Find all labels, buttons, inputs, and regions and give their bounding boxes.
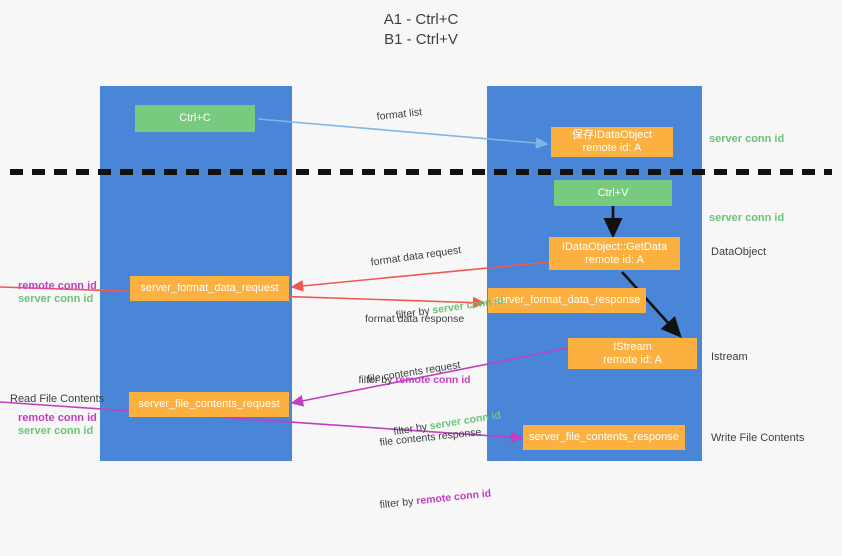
box-server-format-data-response[interactable]: server_format_data_response [488,288,646,313]
page-title: A1 - Ctrl+C B1 - Ctrl+V [383,11,459,48]
box-save-idataobject[interactable]: 保存IDataObject remote id: A [551,127,673,157]
right-label-server-conn-id-mid: server conn id [709,212,785,224]
edge-label-format-data-response-text: format data response [365,313,465,325]
edge-label-format-data-request-text: format data request [370,244,462,269]
right-label-data-object: DataObject [711,246,767,258]
edge-label-file-contents-request-text: file contents request [366,358,462,386]
left-label-server-conn-id-1: server conn id [18,293,94,305]
right-label-write-file-contents: Write File Contents [711,432,805,444]
box-server-file-contents-request[interactable]: server_file_contents_request [129,392,289,417]
edge-label-file-contents-response-filter: filter by remote conn id [360,473,493,528]
box-ctrl-v[interactable]: Ctrl+V [554,180,672,206]
box-istream[interactable]: IStream remote id: A [568,338,697,369]
edge-label-format-data-response: format data response filter by remote co… [359,284,471,429]
left-label-server-conn-id-2: server conn id [18,425,94,437]
filter-prefix: filter by [358,374,396,386]
edge-label-format-list: format list [376,106,423,123]
box-server-file-contents-response[interactable]: server_file_contents_response [523,425,685,450]
right-label-server-conn-id-top: server conn id [709,133,785,145]
right-label-istream: Istream [711,351,748,363]
box-ctrl-c[interactable]: Ctrl+C [135,105,255,132]
left-label-remote-conn-id-2: remote conn id [18,412,97,424]
filter-value-remote-conn-id: remote conn id [395,374,471,386]
filter-value-remote-conn-id: remote conn id [415,487,492,508]
diagram-canvas: A1 - Ctrl+C B1 - Ctrl+V A1 remote B1 con… [0,11,832,511]
edge-label-file-contents-response-text: file contents response [379,426,482,449]
left-label-read-file-contents: Read File Contents [10,393,105,405]
edge-label-file-contents-response: file contents response filter by remote … [376,397,496,553]
box-idataobject-getdata[interactable]: IDataObject::GetData remote id: A [549,237,680,270]
box-server-format-data-request[interactable]: server_format_data_request [130,276,289,301]
left-label-remote-conn-id-1: remote conn id [18,280,97,292]
edge-label-format-data-response-filter: filter by remote conn id [341,359,471,401]
filter-prefix: filter by [379,495,417,512]
